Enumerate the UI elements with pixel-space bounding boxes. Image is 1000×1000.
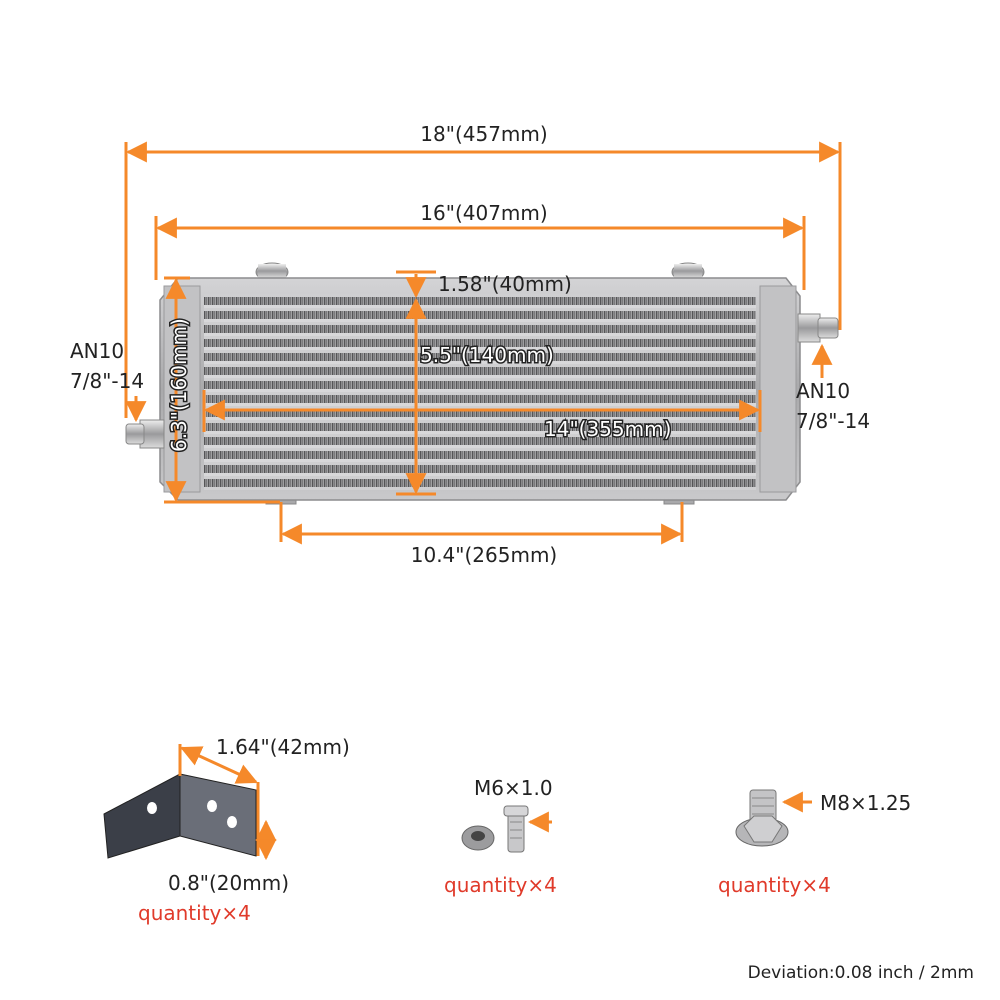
label-mount-spacing: 10.4"(265mm): [411, 543, 557, 567]
dim-bracket-width: [180, 746, 258, 784]
bracket-dimension-lines: [178, 744, 277, 861]
label-core-width: 16"(407mm): [420, 201, 547, 225]
label-bracket-quantity: quantity×4: [138, 901, 251, 925]
fitting-left: [125, 419, 165, 449]
label-left-fitting-thread: 7/8"-14: [70, 369, 144, 393]
label-left-fitting-size: AN10: [70, 339, 124, 363]
label-core-height: 5.5"(140mm): [420, 343, 554, 367]
label-m8-quantity: quantity×4: [718, 873, 831, 897]
label-right-fitting-thread: 7/8"-14: [796, 409, 870, 433]
label-bracket-height: 0.8"(20mm): [168, 871, 289, 895]
label-m8-bolt: M8×1.25: [820, 791, 911, 815]
end-tank-right: [759, 285, 797, 493]
m6-bolt-and-nut: [461, 805, 529, 853]
m8-flange-bolt: [735, 789, 789, 847]
label-m6-bolt: M6×1.0: [474, 776, 553, 800]
label-bracket-width: 1.64"(42mm): [216, 735, 350, 759]
deviation-note: Deviation:0.08 inch / 2mm: [748, 963, 974, 983]
oil-cooler: [125, 262, 839, 505]
fitting-right: [797, 313, 839, 343]
label-core-length: 14"(355mm): [544, 417, 671, 441]
label-overall-width: 18"(457mm): [420, 122, 547, 146]
label-right-fitting-size: AN10: [796, 379, 850, 403]
label-m6-quantity: quantity×4: [444, 873, 557, 897]
mounting-bracket: [103, 773, 257, 859]
dimension-lines: [124, 141, 842, 545]
label-end-tank: 1.58"(40mm): [438, 272, 572, 296]
label-outer-height: 6.3"(160mm): [167, 318, 191, 452]
